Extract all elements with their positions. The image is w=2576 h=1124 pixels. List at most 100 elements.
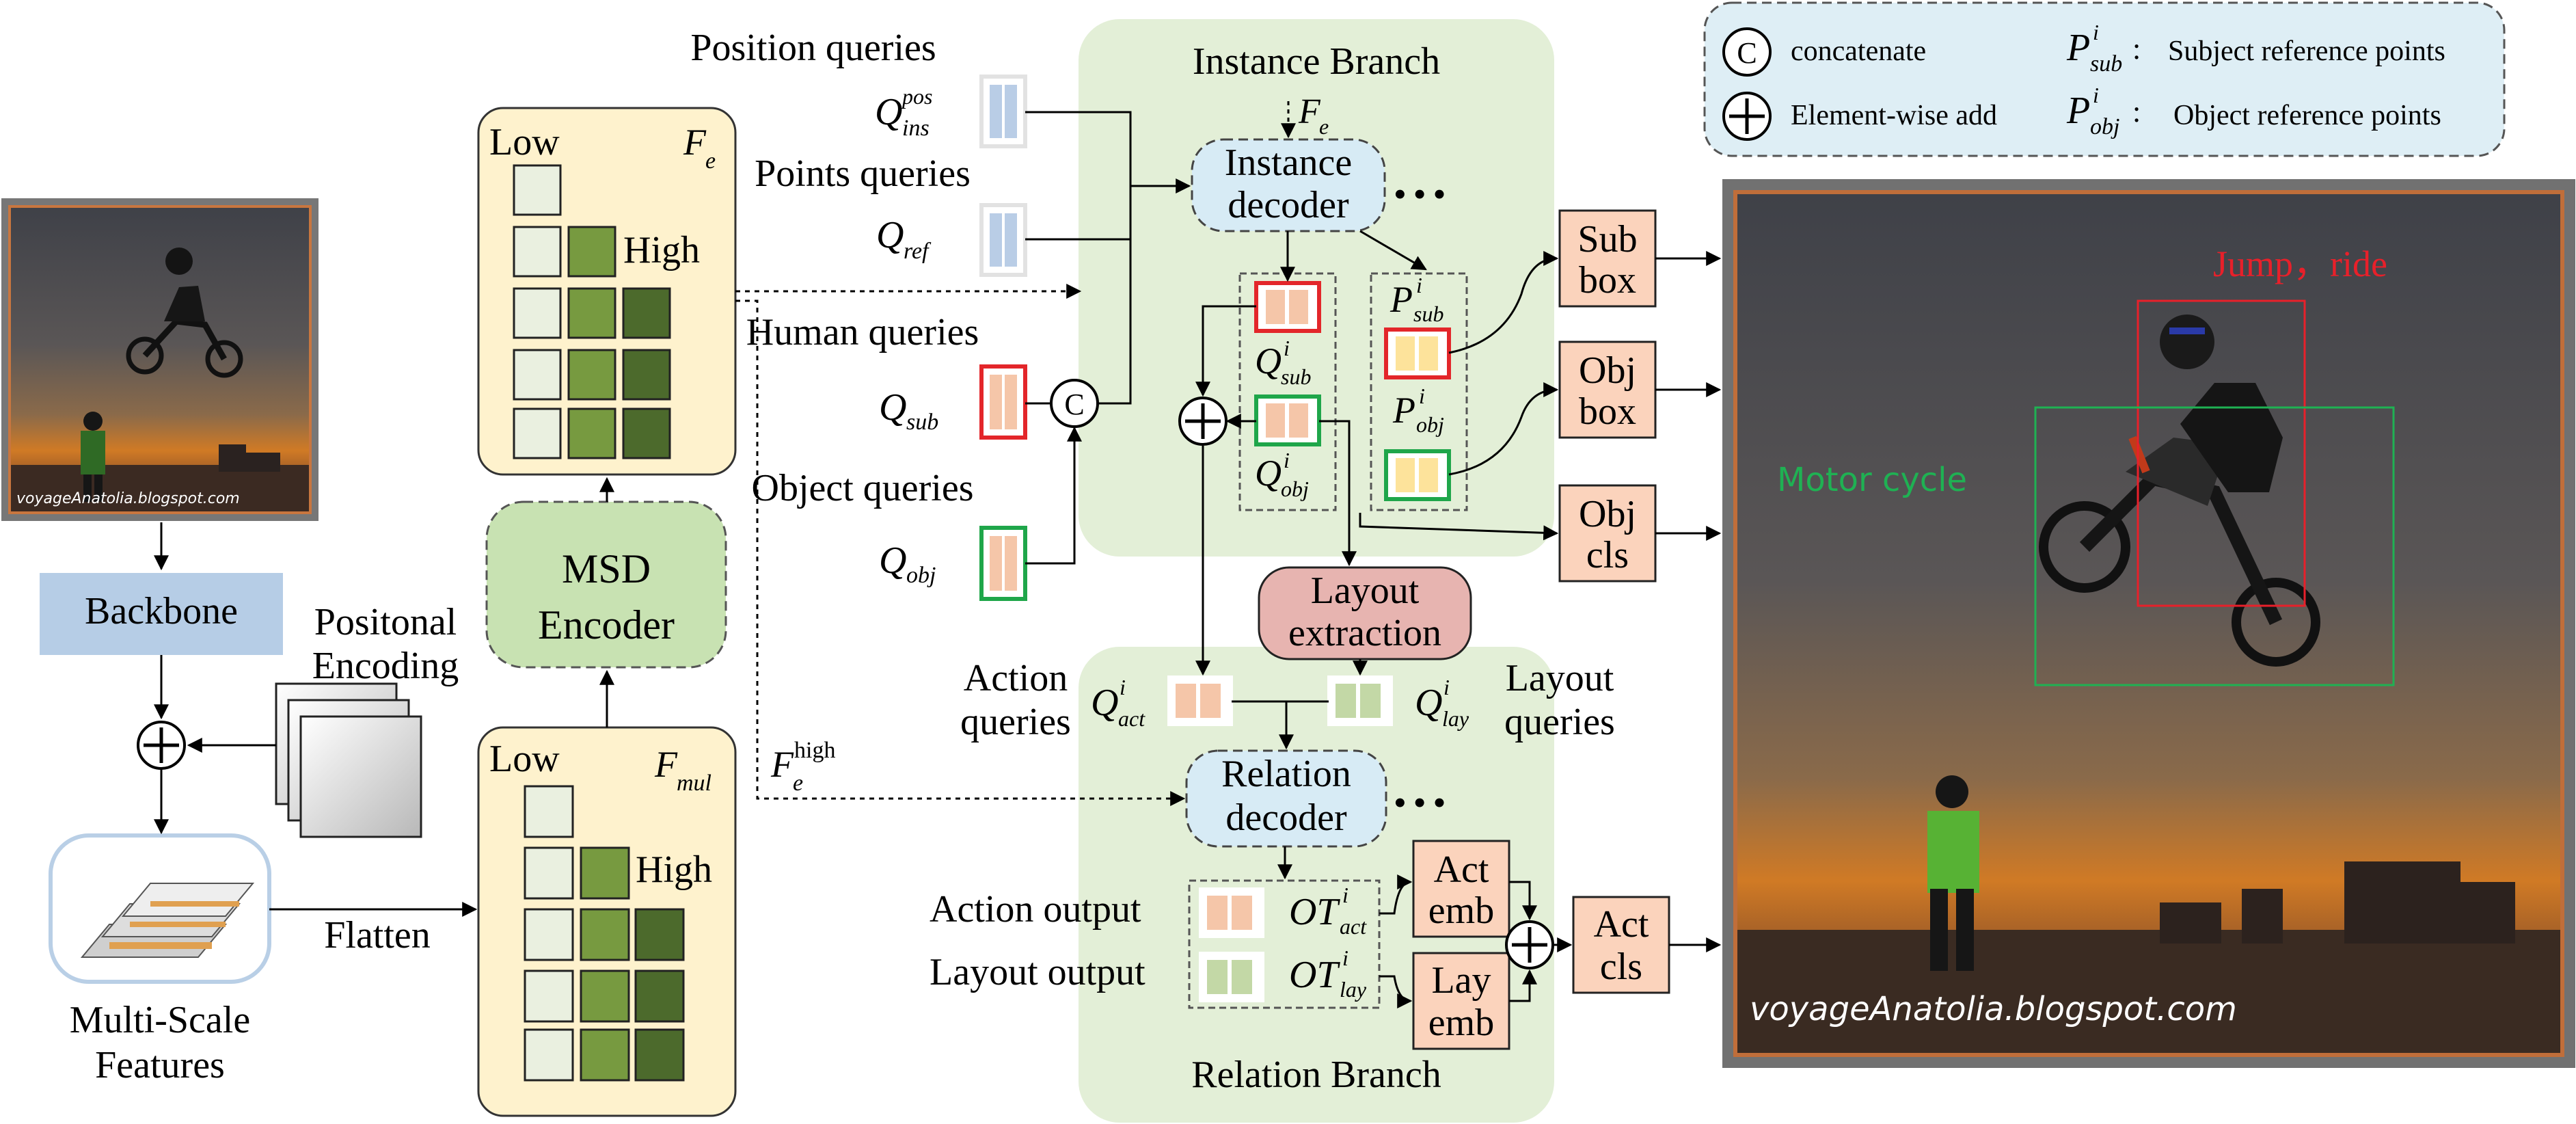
- multi-scale-features-icon: [80, 883, 255, 958]
- layout-output-block: [1199, 952, 1264, 1002]
- q-act-sub: act: [1118, 706, 1145, 731]
- lay-emb-line2: emb: [1428, 1002, 1494, 1044]
- legend-add-label: Element-wise add: [1791, 100, 1997, 131]
- q-ref-symbol: Q: [876, 214, 904, 256]
- ot-lay-symbol: OT: [1289, 954, 1340, 996]
- obj-box-line2: box: [1579, 390, 1636, 433]
- flatten-label: Flatten: [324, 914, 431, 956]
- query-concat-symbol: C: [1064, 388, 1084, 421]
- layout-extraction-box: [1258, 566, 1472, 660]
- position-query-block: [979, 75, 1027, 148]
- concatenate-symbol: C: [1737, 36, 1757, 70]
- fmul-low-label: Low: [489, 738, 560, 780]
- instance-q-obj-sup: i: [1284, 448, 1290, 472]
- action-queries-line1: Action: [964, 657, 1068, 699]
- legend-colon-1: :: [2132, 32, 2141, 66]
- layout-queries-line2: queries: [1504, 701, 1615, 743]
- legend-obj-ref-sub: obj: [2090, 114, 2119, 139]
- layout-query-block: [1327, 675, 1393, 726]
- concatenate-icon: [1722, 27, 1772, 77]
- relation-ellipsis: • • •: [1394, 785, 1445, 821]
- sub-box-line1: Sub: [1577, 218, 1637, 260]
- layout-extraction-line2: extraction: [1288, 612, 1441, 654]
- fe-sub: e: [705, 148, 716, 174]
- lay-emb-line1: Lay: [1431, 959, 1491, 1002]
- relation-branch-title: Relation Branch: [1191, 1054, 1441, 1096]
- instance-decoder-line1: Instance: [1225, 142, 1353, 184]
- q-lay-symbol: Q: [1415, 682, 1442, 724]
- obj-cls-line2: cls: [1586, 534, 1629, 576]
- result-bike-front-wheel-icon: [2232, 578, 2320, 667]
- position-queries-label: Position queries: [690, 27, 936, 69]
- positional-encoding-line1: Positonal: [314, 601, 457, 643]
- act-emb-box: [1412, 840, 1510, 938]
- fhigh-sup: high: [794, 738, 835, 763]
- legend-sub-ref-symbol: P: [2066, 27, 2090, 69]
- result-verb-label: Jump，ride: [2213, 243, 2387, 284]
- multi-scale-line2: Features: [95, 1044, 225, 1086]
- legend-colon-2: :: [2132, 95, 2141, 129]
- fhigh-symbol: F: [770, 744, 794, 785]
- ot-act-sup: i: [1342, 883, 1348, 907]
- fe-low-label: Low: [489, 121, 560, 163]
- action-output-block: [1199, 887, 1264, 938]
- q-sub-sub: sub: [906, 410, 938, 435]
- instance-p-obj-sub: obj: [1416, 412, 1444, 437]
- layout-queries-line1: Layout: [1506, 657, 1614, 699]
- action-output-label: Action output: [930, 888, 1141, 931]
- subject-reference-point-block: [1384, 327, 1451, 379]
- legend-concatenate-label: concatenate: [1791, 36, 1926, 67]
- input-image: voyageAnatolia.blogspot.com: [1, 198, 318, 521]
- obj-box-output: [1558, 340, 1657, 439]
- human-query-block: [979, 364, 1027, 440]
- human-queries-label: Human queries: [746, 311, 979, 353]
- legend-obj-ref-label: Object reference points: [2173, 100, 2441, 131]
- layout-extraction-line1: Layout: [1311, 570, 1420, 612]
- instance-q-obj-sub: obj: [1281, 477, 1309, 501]
- relation-add-icon: [1505, 920, 1554, 969]
- relation-decoder-line2: decoder: [1225, 797, 1347, 839]
- multi-scale-line1: Multi-Scale: [70, 999, 250, 1041]
- act-cls-line2: cls: [1600, 946, 1642, 988]
- left-add-icon: [137, 721, 186, 770]
- instance-sub-query-block: [1254, 281, 1321, 333]
- action-queries-line2: queries: [960, 701, 1071, 743]
- fmul-high-label: High: [636, 848, 712, 891]
- backbone-label: Backbone: [85, 590, 238, 632]
- q-obj-sub: obj: [906, 563, 936, 588]
- instance-q-sub-symbol: Q: [1255, 340, 1282, 382]
- q-sub-symbol: Q: [879, 386, 906, 429]
- input-bike-front-wheel-icon: [205, 340, 243, 378]
- q-obj-symbol: Q: [879, 539, 906, 582]
- object-bounding-box: [2034, 406, 2395, 686]
- positional-encoding-line2: Encoding: [312, 645, 459, 687]
- instance-fe-sub: e: [1319, 114, 1329, 139]
- fmul-symbol: F: [654, 744, 678, 785]
- add-icon: [1722, 92, 1772, 141]
- q-act-sup: i: [1120, 675, 1126, 699]
- relation-output-group: [1188, 879, 1381, 1009]
- q-lay-sub: lay: [1442, 706, 1469, 731]
- msd-encoder-line1: MSD: [562, 546, 651, 591]
- instance-branch-title: Instance Branch: [1193, 40, 1440, 83]
- instance-q-sub-sup: i: [1284, 336, 1290, 360]
- input-image-watermark: voyageAnatolia.blogspot.com: [16, 490, 240, 507]
- q-lay-sup: i: [1443, 675, 1450, 699]
- legend-box: [1703, 1, 2506, 157]
- q-act-symbol: Q: [1091, 682, 1118, 724]
- sub-box-output: [1558, 209, 1657, 308]
- msd-encoder-line2: Encoder: [538, 602, 675, 647]
- reference-point-group: [1370, 272, 1468, 511]
- relation-decoder-box: [1185, 749, 1387, 848]
- fe-symbol: F: [683, 122, 707, 163]
- instance-p-obj-symbol: P: [1392, 390, 1415, 431]
- sub-box-line2: box: [1579, 259, 1636, 302]
- legend-sub-ref-sup: i: [2093, 20, 2099, 44]
- result-watermark: voyageAnatolia.blogspot.com: [1750, 990, 2237, 1028]
- legend-obj-ref-sup: i: [2093, 83, 2099, 107]
- instance-p-sub-symbol: P: [1389, 279, 1413, 320]
- positional-encoding-stack-icon: [275, 682, 422, 838]
- object-query-block: [979, 526, 1027, 601]
- fmul-feature-grid: [524, 785, 685, 1082]
